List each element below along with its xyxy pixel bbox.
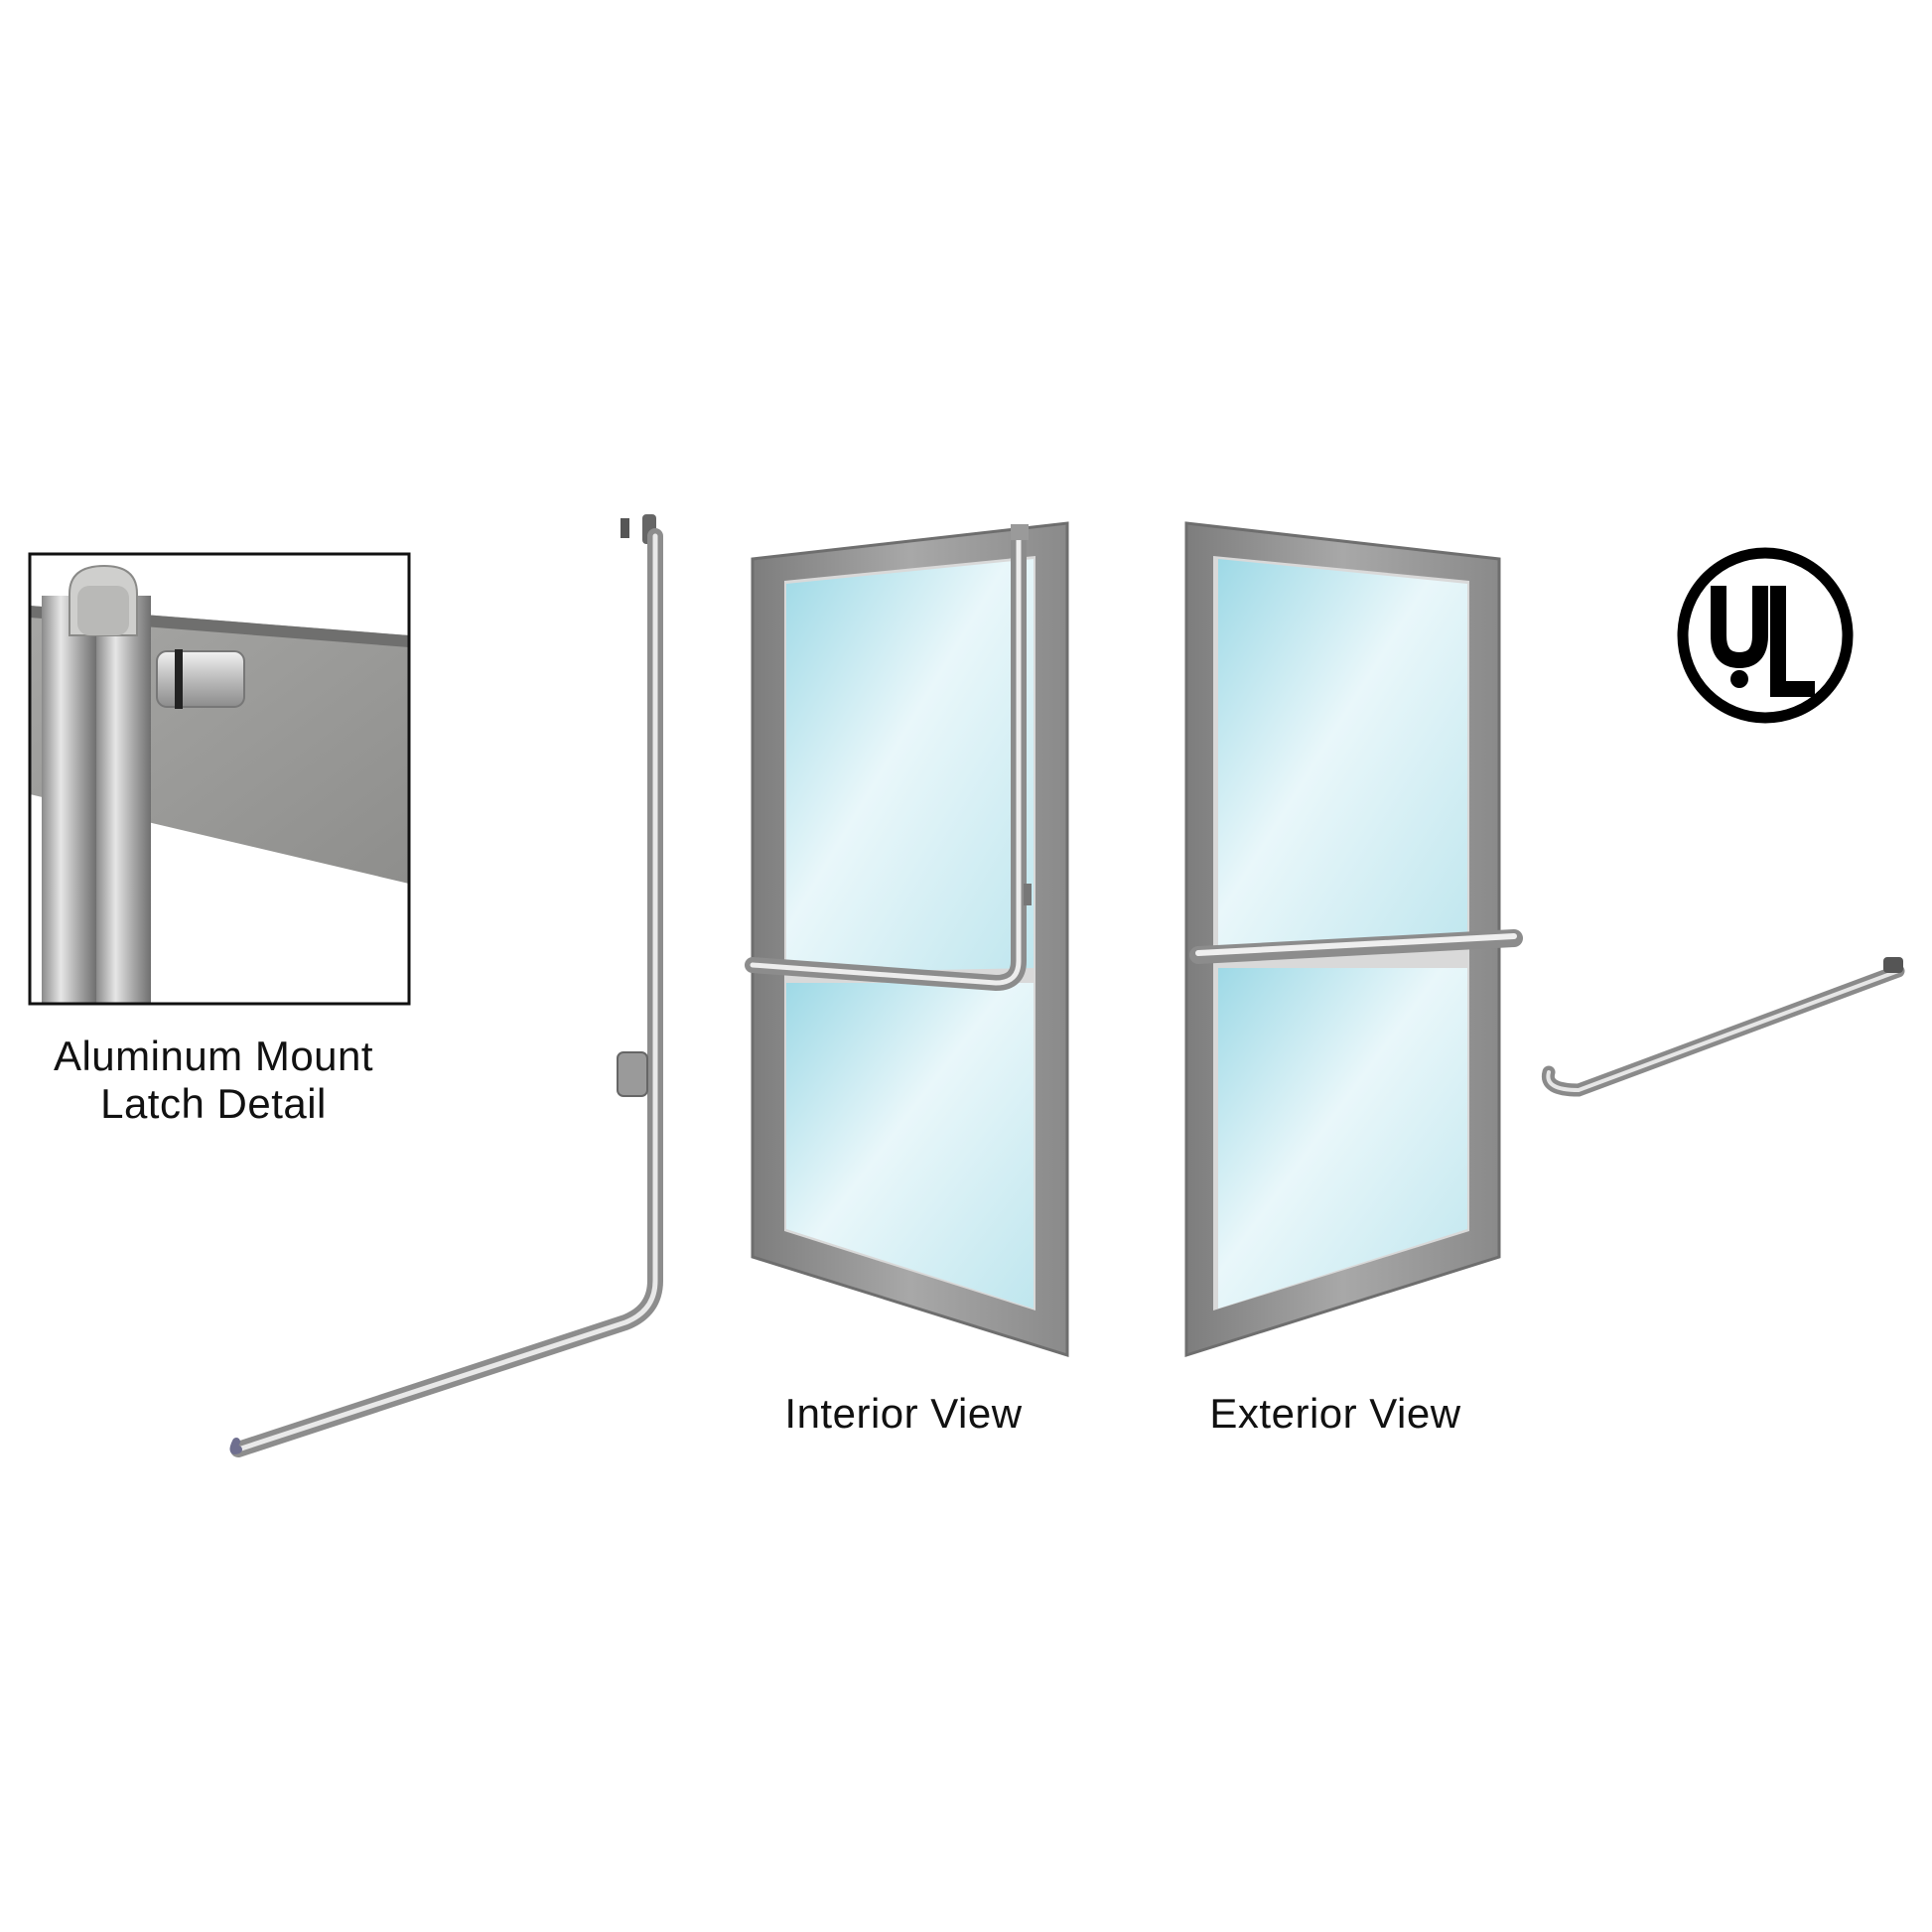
latch-detail-inset (28, 552, 411, 1006)
latch-detail-caption-line2: Latch Detail (100, 1080, 327, 1127)
interior-push-bar-hardware (229, 514, 663, 1457)
ul-listed-mark-icon (1677, 547, 1854, 724)
latch-detail-caption: Aluminum Mount Latch Detail (20, 1033, 407, 1128)
interior-view-caption: Interior View (784, 1390, 1023, 1437)
exterior-door (1184, 521, 1523, 1358)
latch-detail-caption-line1: Aluminum Mount (53, 1033, 374, 1079)
interior-door (745, 521, 1069, 1358)
exterior-pull-bar-hardware (1541, 957, 1905, 1097)
exterior-view-caption: Exterior View (1209, 1390, 1461, 1437)
